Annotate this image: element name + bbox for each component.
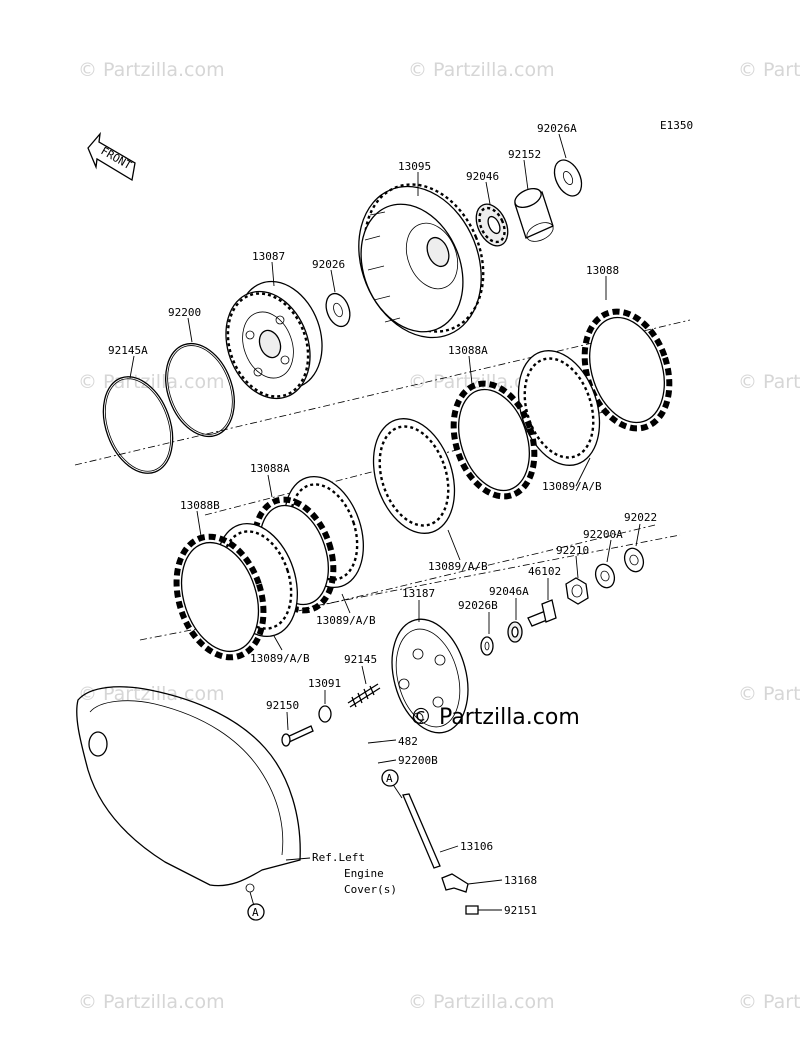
steel-plate-13089-upper (517, 350, 601, 466)
pressure-plate-13187 (391, 618, 469, 734)
front-label: FRONT (99, 144, 135, 172)
callout-a-lower: A (247, 903, 265, 921)
bolt-92150 (281, 725, 314, 747)
label-13089-upper: 13089/A/B (542, 480, 602, 493)
label-13088A-lower: 13088A (250, 462, 290, 475)
label-13089-lower-front: 13089/A/B (250, 652, 310, 665)
leader-lines (129, 133, 641, 911)
label-13187: 13187 (402, 587, 435, 600)
label-92150: 92150 (266, 699, 299, 712)
label-92046A: 92046A (489, 585, 529, 598)
label-92152: 92152 (508, 148, 541, 161)
watermark-mid-right: © Partzilla.com (738, 371, 800, 393)
bearing-92046A (507, 621, 523, 643)
watermark-top-right: © Partzilla.com (738, 59, 800, 81)
label-13089-lower-back: 13089/A/B (316, 614, 376, 627)
bolt-92151 (465, 905, 479, 915)
callout-a-lower-label: A (252, 906, 259, 919)
pushrod-46102 (527, 599, 557, 627)
label-92026: 92026 (312, 258, 345, 271)
ring-92200 (165, 342, 235, 438)
label-13088B: 13088B (180, 499, 220, 512)
clutch-housing-13095 (358, 183, 485, 339)
pushrod-13106 (402, 793, 441, 869)
label-92022: 92022 (624, 511, 657, 524)
part-labels: 92026A 92152 92046 13095 13087 92026 922… (108, 122, 657, 917)
label-92151: 92151 (504, 904, 537, 917)
label-482: 482 (398, 735, 418, 748)
ref-note: Ref.Left Engine Cover(s) (312, 851, 397, 896)
ref-note-line-3: Cover(s) (344, 883, 397, 896)
label-13089-middle: 13089/A/B (428, 560, 488, 573)
ring-92145A (102, 376, 174, 474)
label-13106: 13106 (460, 840, 493, 853)
front-arrow-icon: FRONT (87, 131, 136, 182)
label-92200B: 92200B (398, 754, 438, 767)
spring-seat-13091 (318, 705, 332, 723)
washer-92026B (480, 636, 494, 656)
spring-92145 (347, 683, 381, 708)
nut-92210 (565, 577, 589, 605)
label-46102: 46102 (528, 565, 561, 578)
label-13091: 13091 (308, 677, 341, 690)
label-13095: 13095 (398, 160, 431, 173)
watermark-top-left: © Partzilla.com (78, 59, 225, 81)
center-watermark: © Partzilla.com (410, 705, 580, 730)
watermark-top-center: © Partzilla.com (408, 59, 555, 81)
watermark-low-right: © Partzilla.com (738, 683, 800, 705)
label-13168: 13168 (504, 874, 537, 887)
label-92200A: 92200A (583, 528, 623, 541)
label-92145A: 92145A (108, 344, 148, 357)
ref-note-line-1: Ref.Left (312, 851, 365, 864)
label-92046: 92046 (466, 170, 499, 183)
clutch-hub-13087 (225, 280, 323, 400)
callout-a-upper: A (381, 769, 399, 787)
watermark-low-left: © Partzilla.com (78, 683, 225, 705)
washer-92200A (594, 563, 616, 589)
label-92026A: 92026A (537, 122, 577, 135)
watermark-layer: © Partzilla.com © Partzilla.com © Partzi… (78, 59, 800, 1013)
watermark-bottom-right: © Partzilla.com (738, 991, 800, 1013)
label-92026B: 92026B (458, 599, 498, 612)
friction-plate-13088A-upper (450, 380, 538, 500)
watermark-mid-left: © Partzilla.com (78, 371, 225, 393)
washer-92022 (623, 547, 645, 573)
sleeve-92152 (514, 187, 554, 242)
callout-a-upper-label: A (386, 772, 393, 785)
steel-plate-13089-middle (372, 418, 456, 534)
left-engine-cover (76, 686, 301, 893)
label-92210: 92210 (556, 544, 589, 557)
label-92145: 92145 (344, 653, 377, 666)
watermark-bottom-center: © Partzilla.com (408, 991, 555, 1013)
needle-bearing-92046 (475, 203, 509, 247)
label-13087: 13087 (252, 250, 285, 263)
watermark-bottom-left: © Partzilla.com (78, 991, 225, 1013)
friction-plate-13088B (173, 533, 267, 661)
washer-92026 (325, 292, 351, 328)
label-92200: 92200 (168, 306, 201, 319)
ref-note-line-2: Engine (344, 867, 384, 880)
label-13088: 13088 (586, 264, 619, 277)
diagram-code: E1350 (660, 119, 693, 132)
lever-13168 (441, 873, 469, 893)
label-13088A-upper: 13088A (448, 344, 488, 357)
washer-92026A (553, 159, 583, 197)
